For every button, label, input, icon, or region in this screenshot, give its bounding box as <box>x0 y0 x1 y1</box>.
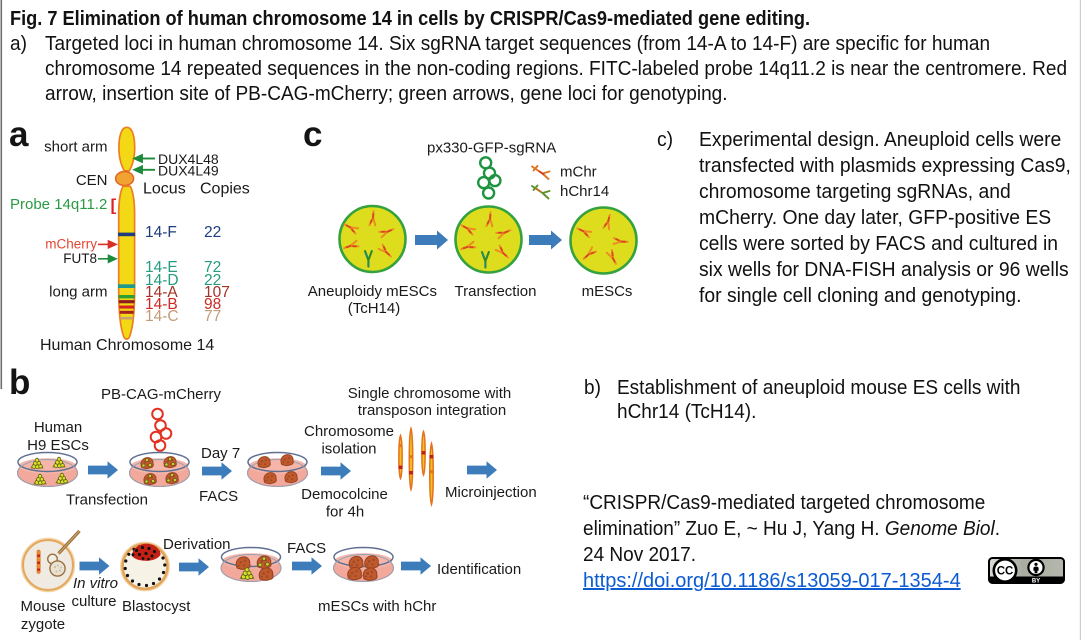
svg-text:Blastocyst: Blastocyst <box>122 598 191 615</box>
svg-text:CEN: CEN <box>76 172 108 189</box>
svg-text:Transfection: Transfection <box>66 492 148 509</box>
svg-text:b: b <box>9 363 30 402</box>
svg-text:14-B: 14-B <box>145 296 178 313</box>
svg-text:long arm: long arm <box>49 284 107 301</box>
svg-text:hChr14: hChr14 <box>560 183 609 200</box>
svg-text:14-C: 14-C <box>145 308 179 325</box>
svg-text:Probe 14q11.2: Probe 14q11.2 <box>10 196 107 213</box>
svg-text:mChr: mChr <box>560 164 597 181</box>
svg-text:Identification: Identification <box>437 561 521 578</box>
svg-text:px330-GFP-sgRNA: px330-GFP-sgRNA <box>427 140 556 157</box>
svg-text:culture: culture <box>71 593 116 610</box>
svg-text:Transfection: Transfection <box>455 283 537 300</box>
svg-text:Aneuploidy mESCs: Aneuploidy mESCs <box>308 283 437 300</box>
svg-text:DUX4L49: DUX4L49 <box>158 162 219 178</box>
svg-text:22: 22 <box>204 224 221 241</box>
svg-text:Democolcine: Democolcine <box>301 486 388 503</box>
svg-text:for 4h: for 4h <box>326 504 364 521</box>
svg-text:zygote: zygote <box>21 616 65 633</box>
svg-text:107: 107 <box>204 284 230 301</box>
svg-text:Human: Human <box>34 419 82 436</box>
svg-text:mESCs: mESCs <box>582 283 633 300</box>
svg-text:In vitro: In vitro <box>73 575 118 592</box>
svg-text:FUT8: FUT8 <box>63 251 97 266</box>
svg-text:FACS: FACS <box>199 488 238 505</box>
svg-text:14-E: 14-E <box>145 259 178 276</box>
svg-text:Copies: Copies <box>200 181 250 198</box>
svg-text:[: [ <box>111 196 117 215</box>
svg-text:PB-CAG-mCherry: PB-CAG-mCherry <box>101 386 222 403</box>
svg-text:Day 7: Day 7 <box>201 445 240 462</box>
svg-text:Human Chromosome 14: Human Chromosome 14 <box>40 337 214 354</box>
svg-text:short arm: short arm <box>44 139 107 156</box>
svg-text:mESCs with hChr: mESCs with hChr <box>318 598 436 615</box>
svg-text:14-D: 14-D <box>145 272 179 289</box>
svg-text:Single chromosome with: Single chromosome with <box>348 385 511 402</box>
svg-text:a: a <box>9 115 29 154</box>
svg-text:transposon integration: transposon integration <box>358 402 506 419</box>
svg-text:98: 98 <box>204 296 221 313</box>
svg-text:22: 22 <box>204 272 221 289</box>
svg-text:isolation: isolation <box>321 441 376 458</box>
svg-text:72: 72 <box>204 259 221 276</box>
svg-text:FACS: FACS <box>287 540 326 557</box>
svg-text:77: 77 <box>204 308 221 325</box>
svg-text:(TcH14): (TcH14) <box>348 300 401 317</box>
svg-text:Mouse: Mouse <box>20 598 65 615</box>
svg-text:14-A: 14-A <box>145 284 178 301</box>
svg-text:Derivation: Derivation <box>163 536 231 553</box>
svg-text:Chromosome: Chromosome <box>304 423 394 440</box>
svg-text:BY: BY <box>1032 578 1040 584</box>
svg-text:DUX4L48: DUX4L48 <box>158 151 219 167</box>
svg-text:CC: CC <box>997 566 1014 578</box>
svg-text:Microinjection: Microinjection <box>445 484 537 501</box>
svg-text:H9 ESCs: H9 ESCs <box>27 437 89 454</box>
svg-text:c: c <box>303 115 322 154</box>
svg-text:Locus: Locus <box>143 181 186 198</box>
svg-text:mCherry: mCherry <box>45 237 97 252</box>
svg-text:14-F: 14-F <box>145 224 177 241</box>
